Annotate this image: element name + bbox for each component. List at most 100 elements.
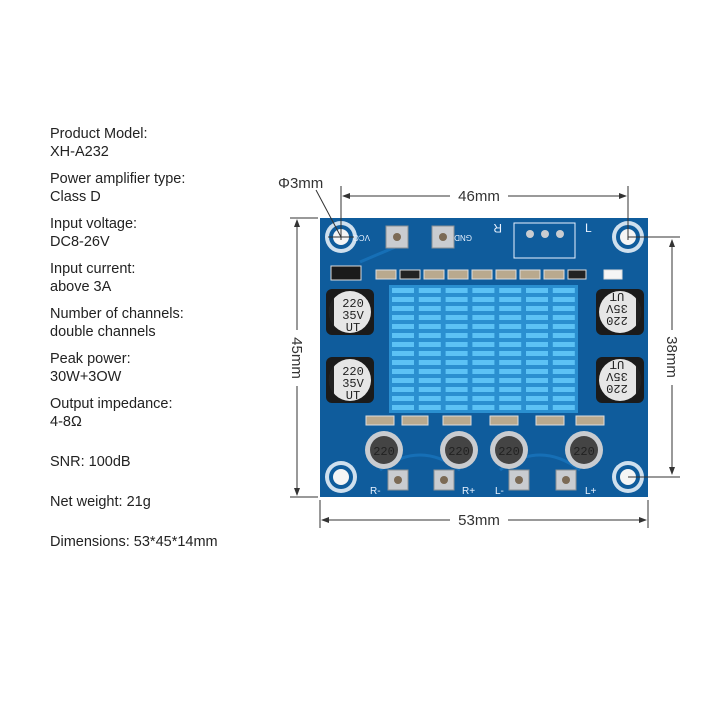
potentiometer-header [513, 222, 576, 259]
cap-label: UT [346, 321, 360, 335]
spec-text: Dimensions: 53*45*14mm [50, 534, 218, 550]
heatsink-fin [418, 387, 441, 392]
heatsink-fin [472, 306, 495, 311]
heatsink-fin [472, 360, 495, 365]
heatsink-fin [552, 333, 575, 338]
spec-model: Product Model:XH-A232 [50, 125, 218, 161]
heatsink-fin [392, 396, 414, 401]
heatsink-fin [445, 378, 468, 383]
heatsink-fin [445, 324, 468, 329]
heatsink-fin [552, 297, 575, 302]
cap-label: 220 [342, 297, 364, 311]
heatsink-fin [418, 306, 441, 311]
spec-value: Class D [50, 189, 101, 205]
heatsink-fin [472, 315, 495, 320]
heatsink-fin [472, 342, 495, 347]
spec-input-voltage: Input voltage:DC8-26V [50, 215, 218, 251]
spec-value: DC8-26V [50, 234, 110, 250]
heatsink-fin [552, 324, 575, 329]
heatsink-fin [418, 360, 441, 365]
capacitor: 220 35V UT [596, 289, 644, 335]
l-channel-label: L [585, 221, 592, 235]
heatsink-fin [472, 351, 495, 356]
smd-components-lower [365, 415, 605, 426]
heatsink-fin [499, 297, 522, 302]
heatsink-fin [445, 369, 468, 374]
heatsink-fin [526, 369, 548, 374]
spec-value: above 3A [50, 279, 112, 295]
spec-list: Product Model:XH-A232 Power amplifier ty… [50, 125, 218, 560]
heatsink-fin [445, 360, 468, 365]
heatsink-fin [552, 396, 575, 401]
heatsink-fin [552, 360, 575, 365]
heatsink-fin [418, 342, 441, 347]
heatsink-fin [392, 297, 414, 302]
cap-label: 220 [606, 313, 628, 327]
heatsink-fin [445, 387, 468, 392]
spec-text: Net weight: 21g [50, 494, 151, 510]
vcc-label: VCC [353, 233, 370, 242]
heatsink-fin [552, 351, 575, 356]
heatsink-fin [392, 324, 414, 329]
heatsink-fin [499, 351, 522, 356]
heatsink-fin [445, 333, 468, 338]
heatsink-fin [392, 387, 414, 392]
heatsink-fin [552, 342, 575, 347]
spec-channels: Number of channels: double channels [50, 305, 218, 341]
l-minus-label: L- [495, 486, 504, 497]
heatsink-fin [472, 387, 495, 392]
spec-value: double channels [50, 324, 156, 340]
spec-label: Output impedance: [50, 396, 173, 412]
heatsink-fin [499, 342, 522, 347]
heatsink-fin [418, 351, 441, 356]
heatsink-fin [472, 396, 495, 401]
cap-label: 35V [342, 377, 364, 391]
spec-label: Peak power: [50, 351, 131, 367]
heatsink-fin [418, 288, 441, 293]
heatsink-fin [526, 387, 548, 392]
heatsink-fin [526, 342, 548, 347]
heatsink-fin [472, 324, 495, 329]
spec-value: 4-8Ω [50, 414, 82, 430]
heatsink [389, 285, 578, 413]
heatsink-fin [472, 288, 495, 293]
heatsink-fin [552, 288, 575, 293]
r-plus-label: R+ [462, 486, 475, 497]
heatsink-fin [418, 297, 441, 302]
cap-label: 35V [342, 309, 364, 323]
heatsink-fin [445, 351, 468, 356]
cap-label: UT [610, 357, 624, 371]
heatsink-fin [552, 405, 575, 410]
heatsink-fin [392, 342, 414, 347]
heatsink-fin [499, 405, 522, 410]
heatsink-fin [552, 369, 575, 374]
heatsink-fin [472, 405, 495, 410]
capacitor: 220 35V UT [326, 289, 374, 335]
spec-input-current: Input current:above 3A [50, 260, 218, 296]
hole-spacing-x-label: 46mm [458, 188, 500, 205]
heatsink-fin [499, 378, 522, 383]
heatsink-fin [499, 360, 522, 365]
cap-label: 220 [606, 381, 628, 395]
r-minus-label: R- [370, 486, 381, 497]
cap-label: 35V [605, 369, 627, 383]
heatsink-fin [499, 306, 522, 311]
spec-text: SNR: 100dB [50, 454, 131, 470]
spec-impedance: Output impedance: 4-8Ω [50, 395, 218, 431]
heatsink-fin [472, 369, 495, 374]
inductor-label: 220 [448, 445, 470, 459]
heatsink-fin [526, 306, 548, 311]
smd-components [330, 265, 623, 281]
inductor: 220 [365, 431, 403, 469]
heatsink-fin [526, 288, 548, 293]
heatsink-fin [526, 324, 548, 329]
heatsink-fin [418, 315, 441, 320]
heatsink-fin [418, 378, 441, 383]
spec-value: XH-A232 [50, 144, 109, 160]
spec-amp-type: Power amplifier type:Class D [50, 170, 218, 206]
heatsink-fin [499, 369, 522, 374]
heatsink-fin [499, 396, 522, 401]
spec-label: Number of channels: [50, 306, 184, 322]
spec-value: 30W+3OW [50, 369, 122, 385]
